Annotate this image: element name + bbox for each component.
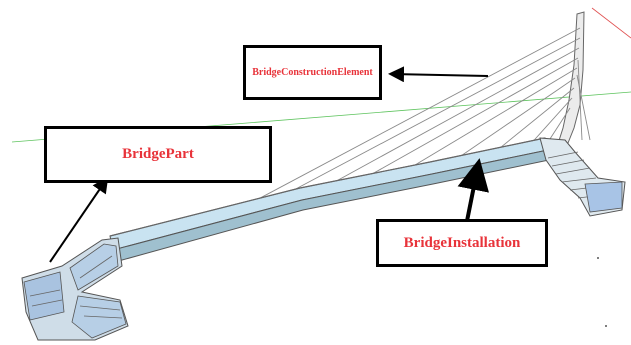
bridge-deck bbox=[109, 137, 550, 263]
construction-element-arrow bbox=[388, 66, 489, 83]
red-axis-line bbox=[591, 7, 631, 39]
bridge-construction-element-label: BridgeConstructionElement bbox=[243, 45, 382, 100]
left-stair bbox=[21, 237, 129, 341]
dot bbox=[597, 257, 599, 259]
bridge-cables bbox=[231, 27, 591, 214]
right-stair bbox=[539, 137, 626, 217]
bridge-installation-arrow bbox=[457, 158, 489, 227]
dot bbox=[605, 325, 607, 327]
bridge-part-arrow bbox=[49, 176, 109, 263]
bridge-part-label: BridgePart bbox=[44, 126, 272, 183]
bridge-installation-label: BridgeInstallation bbox=[376, 219, 548, 267]
